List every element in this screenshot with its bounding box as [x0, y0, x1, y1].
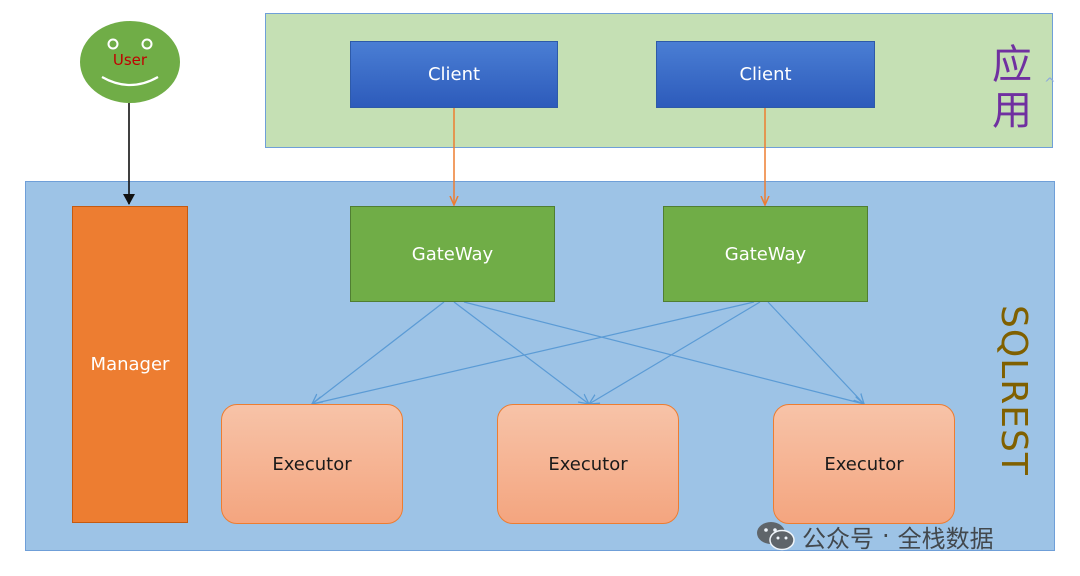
- watermark-separator: ·: [882, 522, 890, 550]
- manager-box[interactable]: Manager: [72, 206, 188, 523]
- watermark-prefix: 公众号: [802, 524, 874, 553]
- executor-label: Executor: [272, 453, 352, 475]
- client-label: Client: [739, 64, 792, 85]
- caret-up-icon[interactable]: ^: [1044, 76, 1056, 92]
- gateway2-to-executor1-arrow: [312, 301, 755, 404]
- client-box-1[interactable]: Client: [350, 41, 558, 108]
- gateway1-to-executor1-arrow: [312, 301, 445, 404]
- gateway2-to-executor3-arrow: [767, 301, 864, 404]
- user-avatar-icon: User: [80, 21, 180, 103]
- gateway2-to-executor2-arrow: [589, 301, 761, 404]
- client-label: Client: [427, 64, 481, 85]
- executor-box-2[interactable]: Executor: [497, 404, 679, 524]
- gateway1-to-executor3-arrow: [463, 301, 864, 404]
- manager-label: Manager: [90, 354, 170, 375]
- watermark: 公众号 · 全栈数据: [756, 516, 994, 556]
- wechat-icon: [757, 522, 795, 551]
- executor-box-3[interactable]: Executor: [773, 404, 955, 524]
- gateway-box-1[interactable]: GateWay: [350, 206, 555, 302]
- gateway-box-2[interactable]: GateWay: [663, 206, 868, 302]
- executor-label: Executor: [548, 453, 628, 475]
- watermark-name: 全栈数据: [897, 524, 994, 553]
- gateway1-to-executor2-arrow: [453, 301, 589, 404]
- user-label: User: [113, 51, 148, 69]
- executor-box-1[interactable]: Executor: [221, 404, 403, 524]
- gateway-label: GateWay: [724, 243, 807, 265]
- gateway-label: GateWay: [411, 243, 494, 265]
- application-layer-label: 应用: [992, 42, 1032, 134]
- executor-label: Executor: [824, 453, 904, 475]
- client-box-2[interactable]: Client: [656, 41, 875, 108]
